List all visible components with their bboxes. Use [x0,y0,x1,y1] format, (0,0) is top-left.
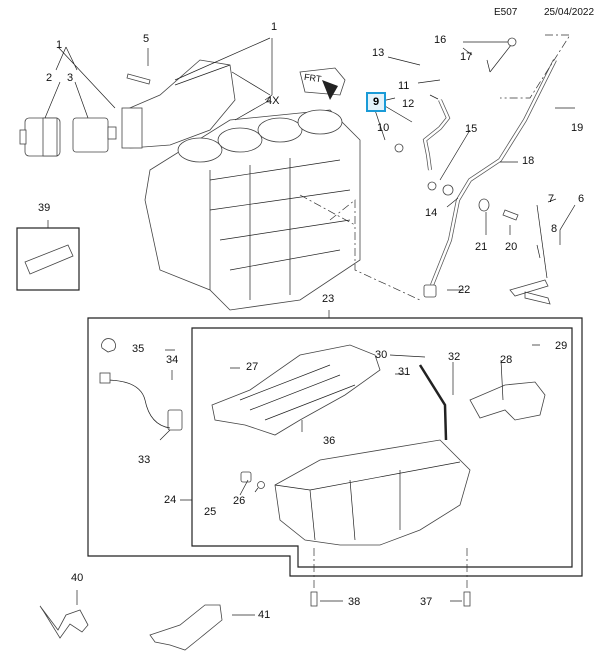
callout-37[interactable]: 37 [420,596,433,608]
callout-6[interactable]: 6 [578,193,585,205]
bolt-38 [310,591,318,607]
filter-element [72,117,117,153]
baffle-plate [211,344,381,436]
callout-22[interactable]: 22 [458,284,471,296]
callout-20[interactable]: 20 [505,241,518,253]
plug-22 [423,284,437,298]
dowel-pin [24,244,74,275]
callout-2[interactable]: 2 [46,72,53,84]
diagram-date: 25/04/2022 [544,7,595,18]
callout-8[interactable]: 8 [551,223,558,235]
bolt-37 [463,591,471,607]
bracket-40 [39,605,89,639]
callout-14[interactable]: 14 [425,207,438,219]
oil-level-sensor [99,338,183,431]
callout-15[interactable]: 15 [465,123,478,135]
callout-1[interactable]: 1 [56,39,63,51]
callout-39[interactable]: 39 [38,202,51,214]
callout-32[interactable]: 32 [448,351,461,363]
bolt-5 [126,73,151,85]
callout-26[interactable]: 26 [233,495,246,507]
callout-16[interactable]: 16 [434,34,447,46]
callout-28[interactable]: 28 [500,354,513,366]
oil-pan [274,439,471,546]
callout-31[interactable]: 31 [398,366,411,378]
callout-24[interactable]: 24 [164,494,177,506]
callout-1[interactable]: 1 [271,21,278,33]
sensor-link [509,279,551,305]
callout-21[interactable]: 21 [475,241,488,253]
callout-18[interactable]: 18 [522,155,535,167]
diagram-code: E507 [494,7,518,18]
callout-27[interactable]: 27 [246,361,259,373]
front-direction-marker [299,67,346,100]
callout-23[interactable]: 23 [322,293,335,305]
group-box-23 [87,317,583,577]
oil-pickup-tube [469,381,546,421]
callout-9-highlighted[interactable]: 9 [366,92,386,112]
engine-block [144,109,361,311]
callout-17[interactable]: 17 [460,51,473,63]
callout-7[interactable]: 7 [548,193,555,205]
callout-35[interactable]: 35 [132,343,145,355]
callout-3[interactable]: 3 [67,72,74,84]
oil-filter-housing [121,59,236,149]
callout-41[interactable]: 41 [258,609,271,621]
callout-10[interactable]: 10 [377,122,390,134]
callout-36[interactable]: 36 [323,435,336,447]
filter-cap [19,117,61,157]
bracket-41 [149,604,223,651]
callout-12[interactable]: 12 [402,98,415,110]
dipstick-tube [430,59,557,286]
callout-29[interactable]: 29 [555,340,568,352]
callout-34[interactable]: 34 [166,354,179,366]
callout-33[interactable]: 33 [138,454,151,466]
callout-40[interactable]: 40 [71,572,84,584]
group-box-24 [191,327,573,568]
callout-19[interactable]: 19 [571,122,584,134]
callout-11[interactable]: 11 [398,80,410,92]
callout-5[interactable]: 5 [143,33,150,45]
callout-4x[interactable]: 4X [266,95,280,107]
callout-38[interactable]: 38 [348,596,361,608]
callout-13[interactable]: 13 [372,47,385,59]
callout-25[interactable]: 25 [204,506,217,518]
callout-30[interactable]: 30 [375,349,388,361]
